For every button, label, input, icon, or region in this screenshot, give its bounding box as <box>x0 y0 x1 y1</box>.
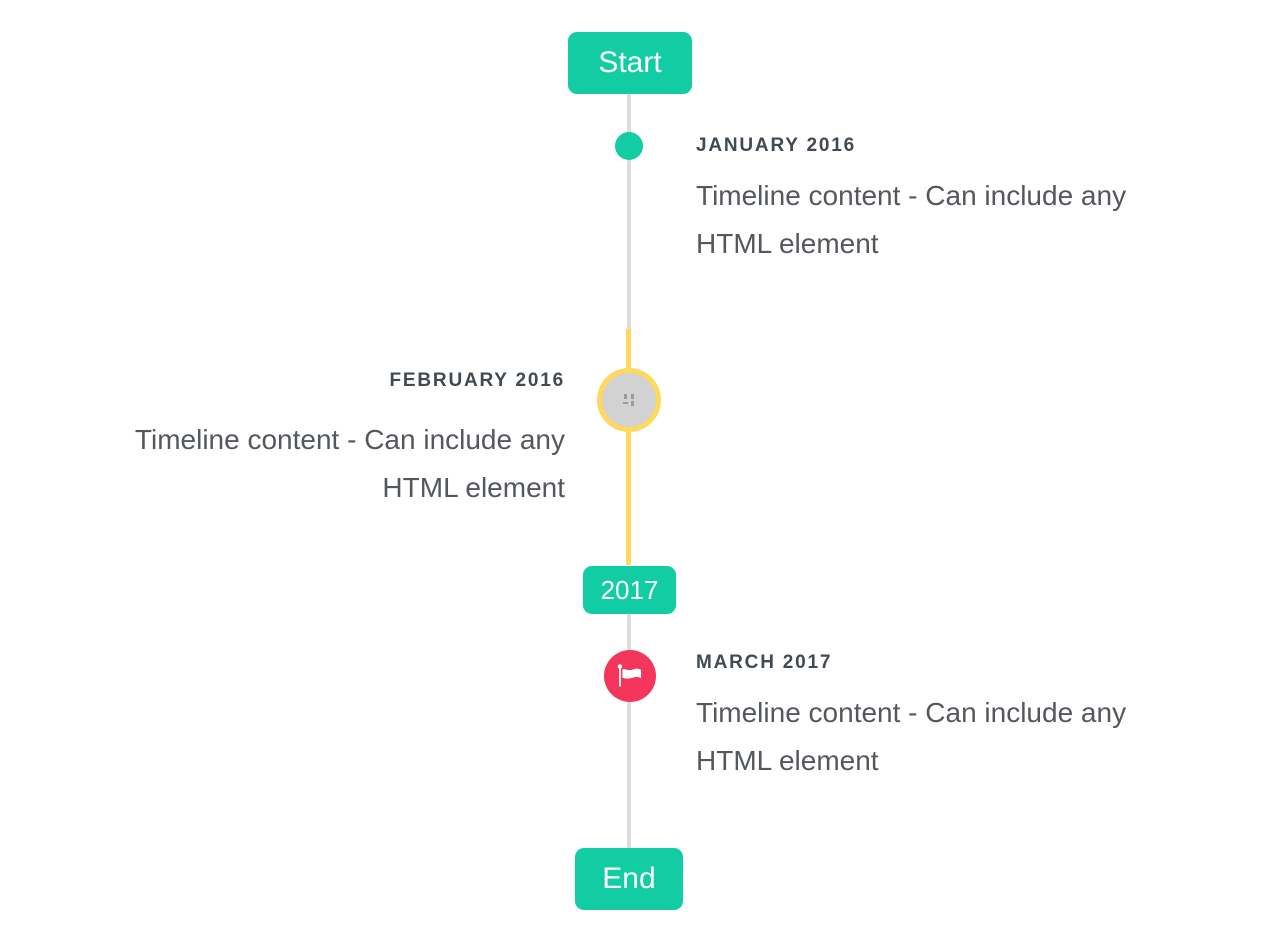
timeline-item-march: MARCH 2017 Timeline content - Can includ… <box>696 651 1221 785</box>
timeline-line-highlight <box>626 329 631 565</box>
item-content-february: Timeline content - Can include any HTML … <box>134 424 565 503</box>
timeline-item-january: JANUARY 2016 Timeline content - Can incl… <box>696 134 1221 268</box>
item-content-january: Timeline content - Can include any HTML … <box>696 180 1127 259</box>
item-content-march: Timeline content - Can include any HTML … <box>696 697 1127 776</box>
timeline-end-badge[interactable]: End <box>575 848 683 910</box>
flag-icon <box>617 663 641 687</box>
march-flag-marker <box>604 650 656 702</box>
february-image-marker <box>597 368 661 432</box>
timeline-line-bottom <box>627 613 631 848</box>
item-date-march: MARCH 2017 <box>696 652 833 673</box>
timeline-item-february: FEBRUARY 2016 Timeline content - Can inc… <box>40 369 565 512</box>
timeline-year-badge[interactable]: 2017 <box>583 566 676 614</box>
timeline-line-top <box>627 94 631 329</box>
item-date-february: FEBRUARY 2016 <box>389 370 565 391</box>
broken-image-icon <box>623 394 634 406</box>
january-dot-marker <box>615 132 643 160</box>
timeline-start-badge[interactable]: Start <box>568 32 692 94</box>
item-date-january: JANUARY 2016 <box>696 135 856 156</box>
